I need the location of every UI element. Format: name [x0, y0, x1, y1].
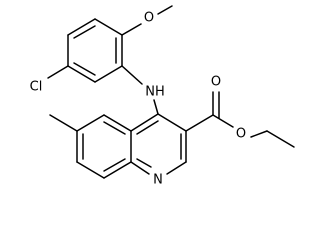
bond: [157, 5, 173, 15]
bond: [266, 130, 295, 148]
bond: [130, 161, 150, 175]
ring-nitrogen-label: N: [153, 173, 163, 188]
bond: [103, 161, 132, 179]
carbonyl-oxygen-label: O: [211, 75, 221, 90]
bond: [76, 161, 105, 179]
bond-inner: [73, 25, 96, 39]
bond: [185, 114, 214, 132]
bond: [76, 114, 105, 132]
bond: [121, 23, 142, 36]
bond-inner: [136, 120, 159, 135]
atom-labels: O Cl NH O O N: [30, 11, 246, 188]
bond: [157, 113, 187, 132]
bond-inner: [73, 62, 96, 76]
bond-inner: [136, 158, 152, 168]
bond: [166, 161, 187, 175]
methoxy-oxygen-label: O: [144, 11, 154, 26]
chlorine-label: Cl: [30, 80, 43, 95]
bond: [67, 18, 96, 36]
bond: [103, 114, 132, 132]
bond-inner: [103, 158, 126, 172]
ester-oxygen-label: O: [236, 127, 246, 142]
bond: [47, 65, 69, 79]
bond: [250, 130, 268, 138]
bonds: [47, 5, 295, 179]
bond: [212, 114, 234, 128]
chemical-structure: O Cl NH O O N: [30, 5, 295, 188]
amine-label: NH: [145, 85, 165, 100]
bond: [49, 114, 78, 132]
bond: [153, 99, 159, 115]
bond: [94, 18, 123, 36]
bond: [130, 113, 159, 132]
bond: [67, 65, 96, 83]
bond-inner: [103, 121, 126, 135]
bond: [94, 65, 123, 83]
bond: [121, 65, 143, 85]
